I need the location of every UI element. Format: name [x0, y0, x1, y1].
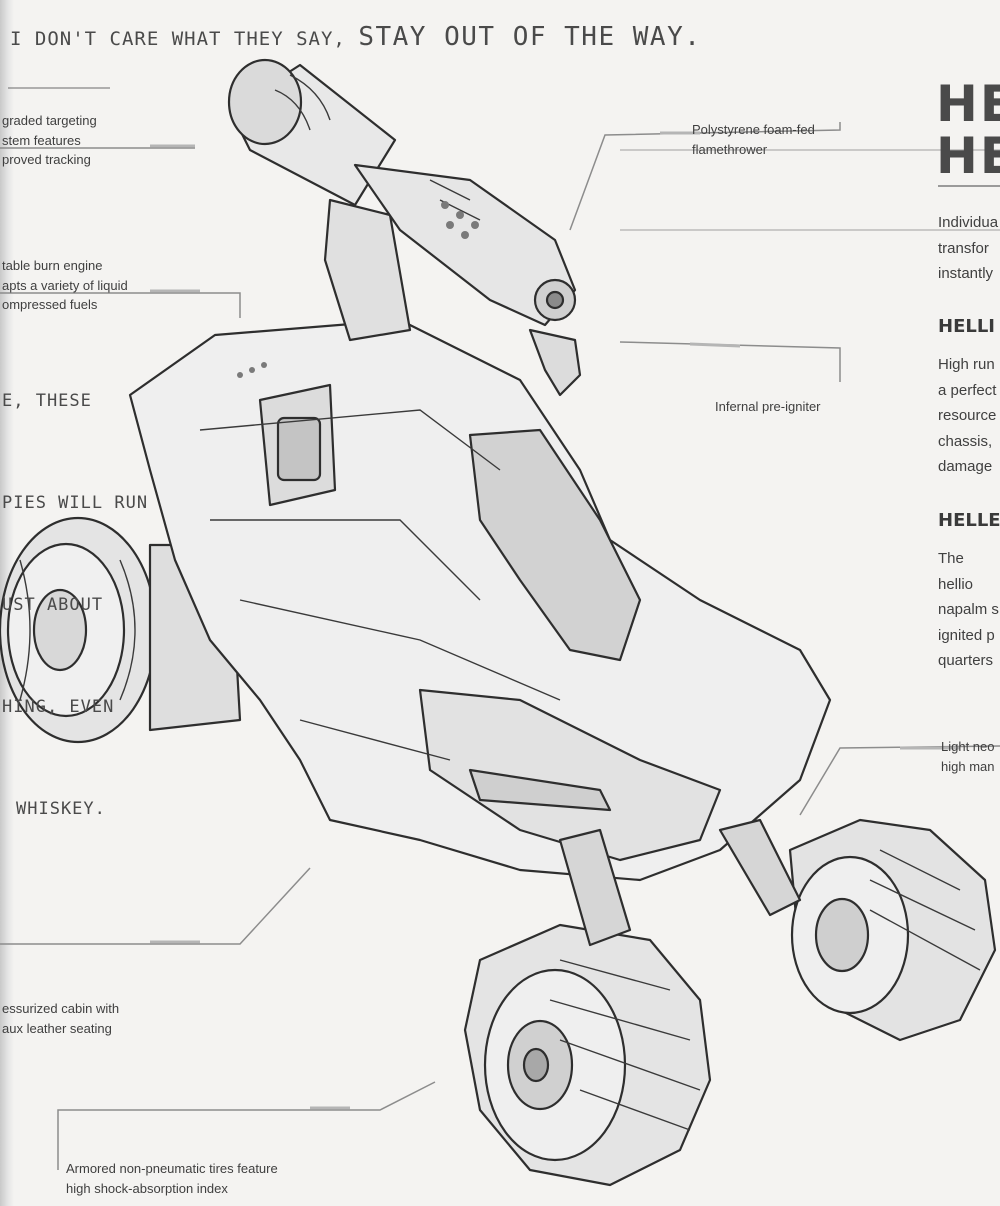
page-title: HE HE [936, 75, 1000, 185]
handwritten-quote-emphasis: STAY OUT OF THE WAY. [358, 22, 702, 52]
handwritten-quote: I DON'T CARE WHAT THEY SAY, STAY OUT OF … [10, 22, 702, 52]
side-note-line: HING, EVEN [2, 697, 115, 717]
side-note-line: PIES WILL RUN [2, 493, 149, 513]
side-note-line: UST ABOUT [2, 595, 104, 615]
section-1-heading: HELLI [938, 316, 995, 337]
section-1-paragraph: High run a perfect resource chassis, dam… [938, 356, 997, 475]
intro-paragraph: Individua transfor instantly [938, 214, 999, 282]
callout-igniter: Infernal pre-igniter [715, 399, 821, 414]
title-rule [938, 185, 1000, 187]
section-2-paragraph: The hellio napalm s ignited p quarters [938, 550, 999, 669]
section-2-heading: HELLE [938, 510, 1000, 531]
side-note-line: E, THESE [2, 391, 92, 411]
side-note-line: WHISKEY. [16, 799, 106, 819]
callout-leader-lines [0, 87, 1000, 1170]
handwritten-side-note: E, THESE PIES WILL RUN UST ABOUT HING, E… [2, 316, 148, 894]
